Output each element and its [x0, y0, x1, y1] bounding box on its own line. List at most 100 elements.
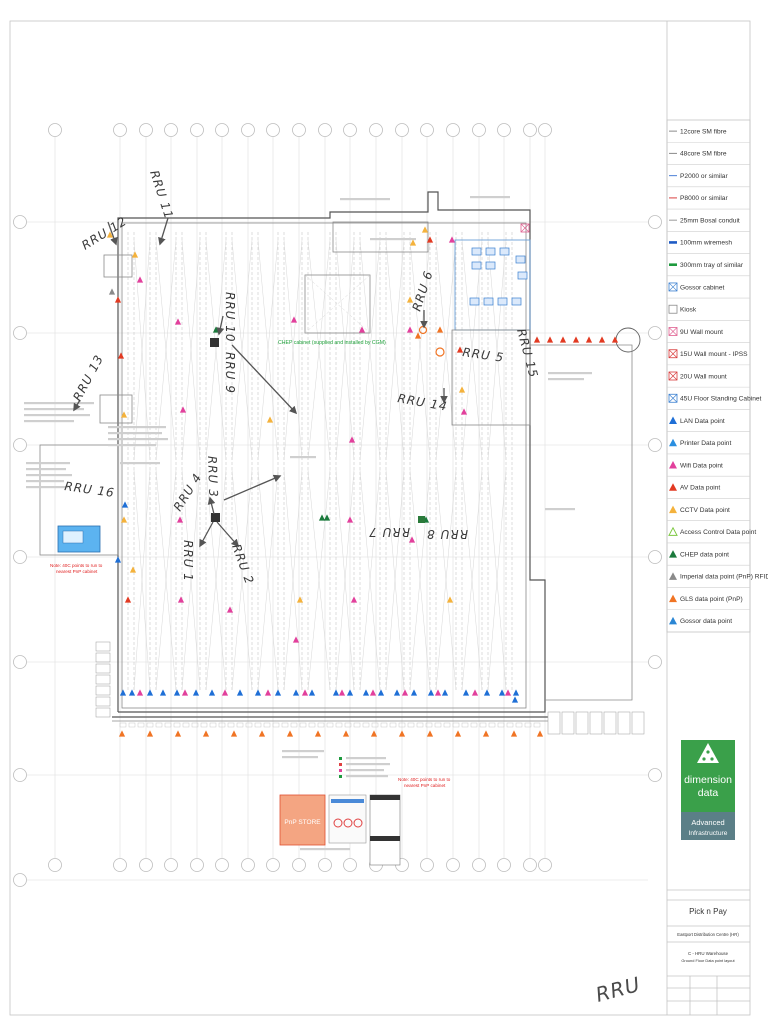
arrow: [216, 315, 225, 336]
arrow: [199, 521, 214, 548]
grid-bubble: [446, 858, 460, 872]
cctv-data-point-marker: [296, 596, 304, 603]
logo-tagline-line2: Infrastructure: [689, 830, 728, 837]
legend-label: LAN Data point: [680, 418, 725, 425]
wifi-data-point-marker: [264, 689, 272, 696]
wifi-data-point-marker: [504, 689, 512, 696]
handwritten-labels: RRU 11 RRU 12 RRU 10 RRU 9 RRU 13 RRU 16…: [64, 169, 644, 1007]
av-data-point-marker: [124, 596, 132, 603]
lan-data-point-marker: [254, 689, 262, 696]
legend-swatch: [339, 763, 342, 766]
chep-cabinet-note: CHEP cabinet (supplied and installed by …: [278, 340, 386, 346]
building-outline: [39, 191, 641, 722]
grid-bubble: [497, 858, 511, 872]
aisle-cross: [435, 469, 457, 691]
wifi-data-point-marker: [136, 276, 144, 283]
wifi-data-point-marker: [176, 516, 184, 523]
office-equipment: [469, 223, 530, 306]
dock-leveller: [308, 722, 316, 728]
stair-step: [95, 696, 111, 707]
legend-cabinet-icon: [668, 371, 678, 381]
lan-data-point-marker: [274, 689, 282, 696]
cctv-data-point-marker: [266, 416, 274, 423]
aisle-cross: [335, 239, 355, 461]
cctv-data-point-marker: [120, 411, 128, 418]
office-right: [451, 329, 531, 426]
av-data-point-marker: [585, 336, 593, 343]
legend-swatch: [339, 775, 342, 778]
legend-triangle-icon: [669, 461, 677, 469]
legend-label: CHEP data point: [680, 551, 729, 558]
illegible-text: [300, 848, 350, 851]
cctv-data-point-marker: [106, 231, 114, 238]
dock-leveller: [479, 722, 487, 728]
gls-data-point-marker: [314, 730, 322, 737]
aisle-cross: [257, 469, 279, 691]
gls-data-point-marker: [202, 730, 210, 737]
racking-rows: [127, 232, 513, 691]
logo-dot: [710, 757, 714, 761]
bottom-note-line1: Note: 40C points to run to: [398, 777, 451, 782]
network-equipment-icon: [515, 255, 526, 264]
legend-cabinet-icon: [668, 327, 678, 336]
cctv-data-point-marker: [458, 386, 466, 393]
wifi-data-point-marker: [177, 596, 185, 603]
dock-leveller: [236, 722, 244, 728]
legend-label: GLS data point (PnP): [680, 596, 743, 603]
legend-label: Kiosk: [680, 307, 697, 314]
lan-data-point-marker: [377, 689, 385, 696]
av-data-point-marker: [598, 336, 606, 343]
wifi-data-point-marker: [174, 318, 182, 325]
stair-block: [103, 254, 133, 278]
av-data-point-marker: [456, 346, 464, 353]
av-data-point-marker: [117, 352, 125, 359]
grid-bubble: [369, 123, 383, 137]
legend-label: Access Control Data point: [680, 529, 756, 536]
rru-label: RRU: [593, 972, 643, 1007]
cctv-data-point-marker: [409, 239, 417, 246]
rru-label: RRU 11: [147, 169, 176, 221]
lan-data-point-marker: [192, 689, 200, 696]
legend-triangle-icon: [668, 526, 678, 536]
lan-data-point-marker: [159, 689, 167, 696]
aisle-cross: [155, 239, 177, 461]
rru-label: RRU 7: [368, 525, 410, 539]
grid-bubble: [292, 858, 306, 872]
grid-bubble: [523, 123, 537, 137]
legend-label: 9U Wall mount: [680, 329, 723, 336]
gls-data-point-marker: [146, 730, 154, 737]
stair-step: [95, 685, 111, 696]
stair-step: [95, 641, 111, 652]
illegible-text: [346, 775, 388, 778]
chep-area: [304, 274, 371, 334]
wifi-data-point-marker: [221, 689, 229, 696]
illegible-text: [282, 750, 324, 753]
dock-leveller: [317, 722, 325, 728]
legend-cabinet-icon: [668, 394, 678, 403]
aisle-cross: [133, 469, 151, 691]
aisle-cross: [257, 239, 279, 461]
grid-bubble: [343, 123, 357, 137]
lan-data-point-marker: [512, 689, 520, 696]
arrow: [223, 474, 282, 501]
grid-bubble: [13, 873, 27, 887]
bottom-note-line2: nearest PnP cabinet: [404, 783, 446, 788]
illegible-text: [108, 438, 168, 441]
grid-bubble: [648, 438, 662, 452]
arrow: [231, 344, 298, 415]
wall-mount-cabinet-icon: [520, 223, 530, 233]
wifi-data-point-marker: [136, 689, 144, 696]
dock-leveller: [200, 722, 208, 728]
dock-leveller: [398, 722, 406, 728]
rru-label: RRU 5: [462, 345, 505, 365]
lan-data-point-marker: [462, 689, 470, 696]
legend-label: P8000 or similar: [680, 195, 728, 202]
aisle-cross: [283, 469, 303, 691]
illegible-text-blocks: [24, 196, 592, 851]
loading-dock-bay: [561, 711, 575, 735]
arrow: [216, 521, 240, 548]
grid-bubble: [266, 858, 280, 872]
rru-label: RRU 9: [223, 352, 237, 394]
gls-data-point-marker: [414, 332, 422, 339]
av-data-point-marker: [533, 336, 541, 343]
